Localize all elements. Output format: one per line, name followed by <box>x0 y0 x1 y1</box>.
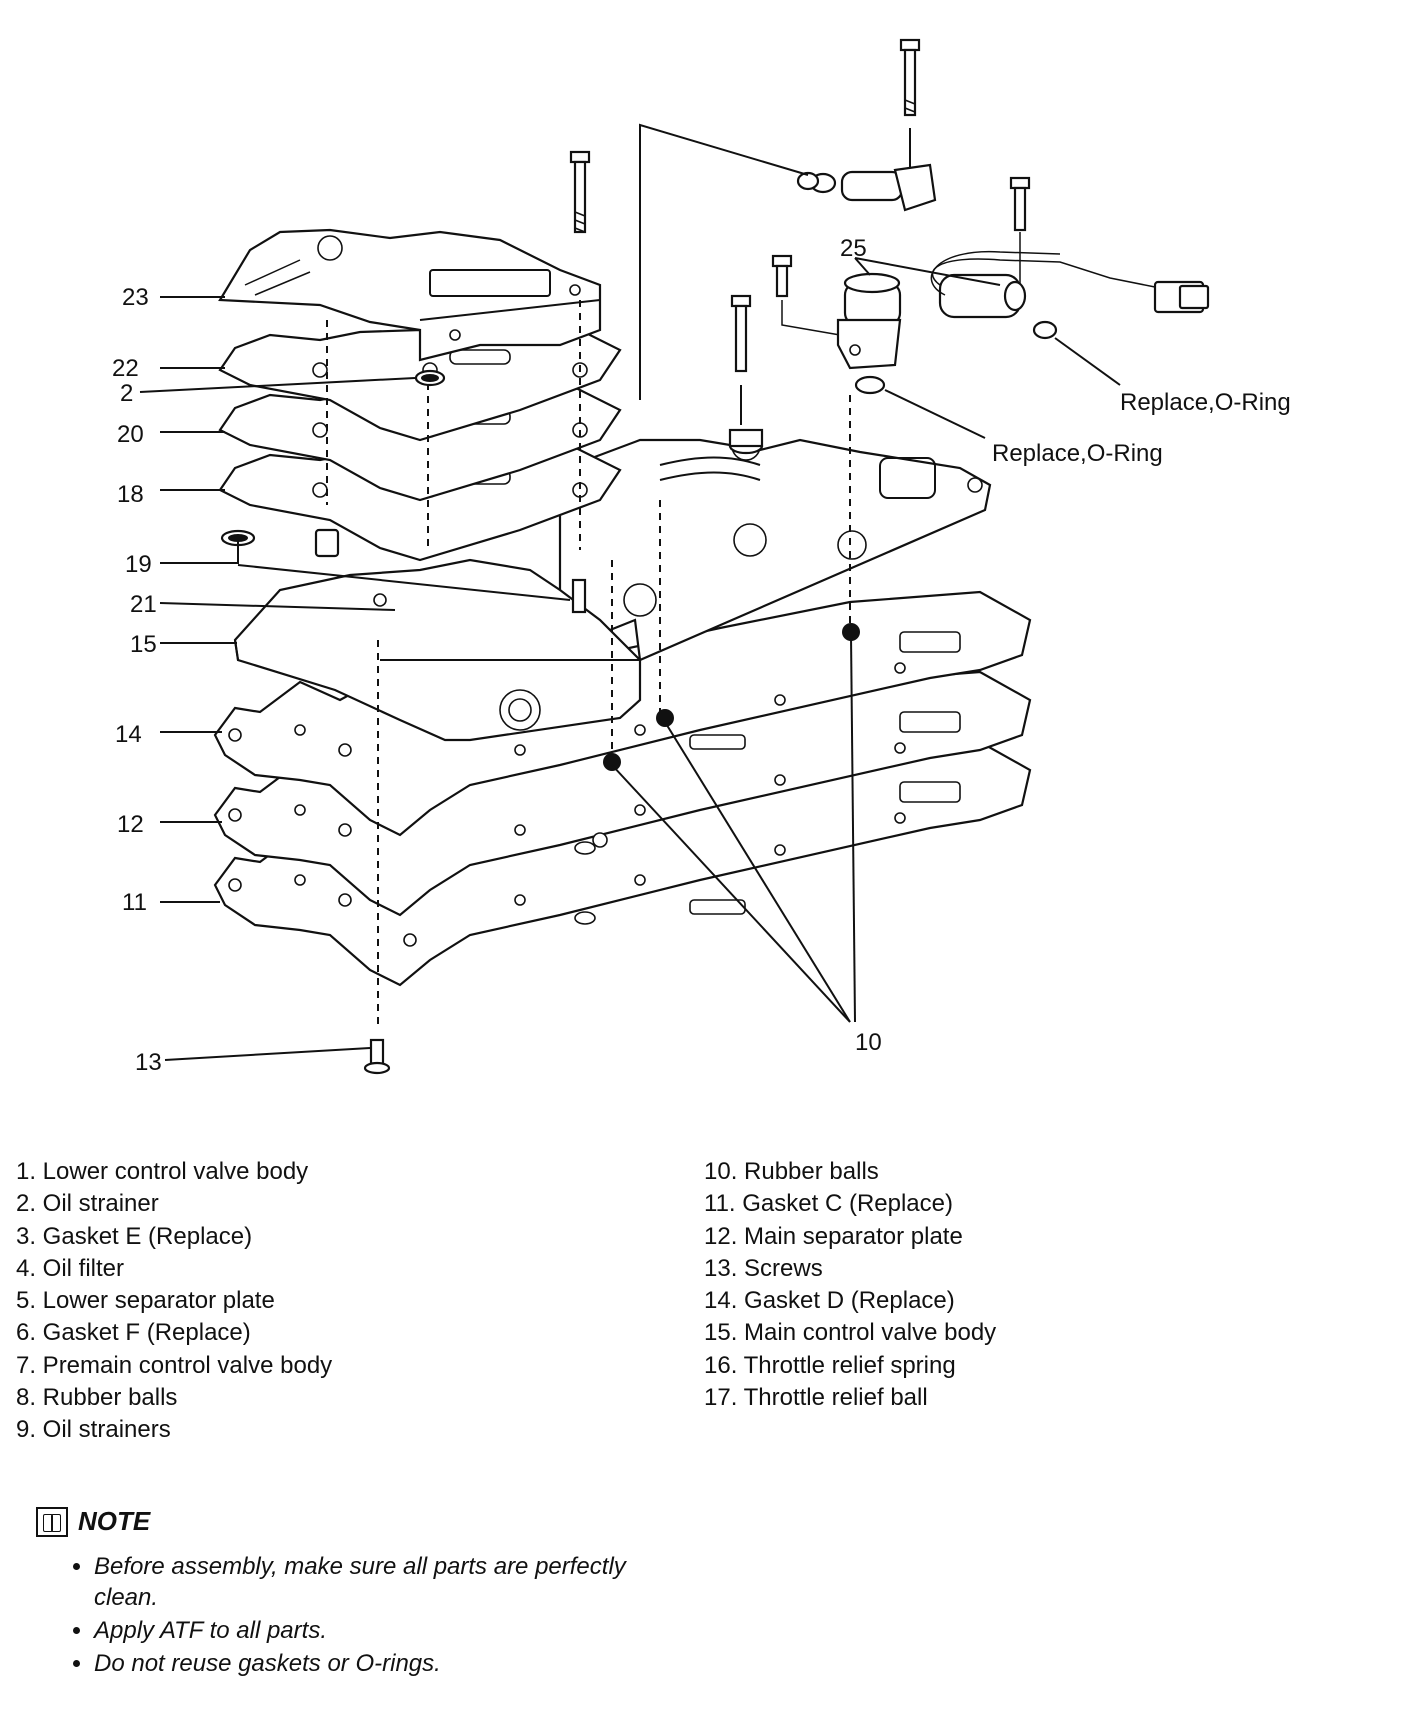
screw <box>363 1038 391 1075</box>
legend-item: 4. Oil filter <box>16 1254 125 1282</box>
parts-legend-right: 10. Rubber balls 11. Gasket C (Replace) … <box>704 1156 996 1414</box>
legend-item: 11. Gasket C (Replace) <box>704 1190 953 1218</box>
bolt <box>1009 176 1031 285</box>
legend-item: 16. Throttle relief spring <box>704 1351 956 1379</box>
callout-15: 15 <box>130 631 157 658</box>
valve-stud <box>728 428 764 455</box>
callout-25: 25 <box>840 235 867 262</box>
pressure-solenoid <box>930 250 1210 319</box>
legend-item: 2. Oil strainer <box>16 1190 159 1218</box>
callout-13: 13 <box>135 1049 162 1076</box>
bolt <box>569 150 591 234</box>
callout-14: 14 <box>115 721 142 748</box>
note-item: Before assembly, make sure all parts are… <box>94 1551 696 1613</box>
callout-23: 23 <box>122 284 149 311</box>
callout-21: 21 <box>130 591 157 618</box>
upper-solenoid <box>809 163 937 212</box>
pin <box>571 578 587 614</box>
parts-legend-left: 1. Lower control valve body 2. Oil strai… <box>16 1156 332 1447</box>
legend-item: 12. Main separator plate <box>704 1222 963 1250</box>
legend-item: 10. Rubber balls <box>704 1158 879 1185</box>
legend-item: 13. Screws <box>704 1254 823 1282</box>
oil-strainers <box>220 369 446 558</box>
legend-item: 15. Main control valve body <box>704 1319 997 1347</box>
note-list: Before assembly, make sure all parts are… <box>36 1551 696 1679</box>
note-box: NOTE Before assembly, make sure all part… <box>36 1506 696 1681</box>
callout-20: 20 <box>117 421 144 448</box>
note-title: NOTE <box>78 1506 151 1536</box>
legend-item: 9. Oil strainers <box>16 1416 171 1444</box>
legend-item: 14. Gasket D (Replace) <box>704 1287 955 1315</box>
o-rings <box>796 171 1058 395</box>
callout-19: 19 <box>125 551 152 578</box>
callout-replace-o-ring-1: Replace,O-Ring <box>1120 389 1291 416</box>
callout-2: 2 <box>120 380 133 407</box>
book-icon <box>36 1506 68 1537</box>
legend-item: 1. Lower control valve body <box>16 1158 309 1185</box>
callout-replace-o-ring-2: Replace,O-Ring <box>992 440 1163 467</box>
bolt <box>771 254 841 336</box>
note-header: NOTE <box>36 1506 696 1537</box>
callout-18: 18 <box>117 481 144 508</box>
exploded-valve-body-diagram: 23 22 2 20 18 19 21 15 14 12 11 13 25 10… <box>112 38 1291 1076</box>
legend-item: 8. Rubber balls <box>16 1384 178 1412</box>
callout-22: 22 <box>112 355 139 382</box>
callout-11: 11 <box>122 889 147 916</box>
callout-10: 10 <box>855 1029 882 1056</box>
leader-lines <box>139 123 1121 1061</box>
bolt <box>899 38 921 175</box>
top-valve-body <box>218 228 602 362</box>
legend-item: 7. Premain control valve body <box>16 1351 333 1379</box>
rubber-balls <box>603 623 860 771</box>
bolt <box>730 294 752 425</box>
callout-12: 12 <box>117 811 144 838</box>
note-item: Do not reuse gaskets or O-rings. <box>94 1648 696 1679</box>
legend-item: 3. Gasket E (Replace) <box>16 1222 253 1250</box>
legend-item: 17. Throttle relief ball <box>704 1384 928 1412</box>
legend-item: 5. Lower separator plate <box>16 1287 275 1315</box>
main-control-valve-body <box>233 431 992 742</box>
legend-item: 6. Gasket F (Replace) <box>16 1319 251 1347</box>
note-item: Apply ATF to all parts. <box>94 1615 696 1646</box>
shift-solenoid-25 <box>836 272 902 370</box>
